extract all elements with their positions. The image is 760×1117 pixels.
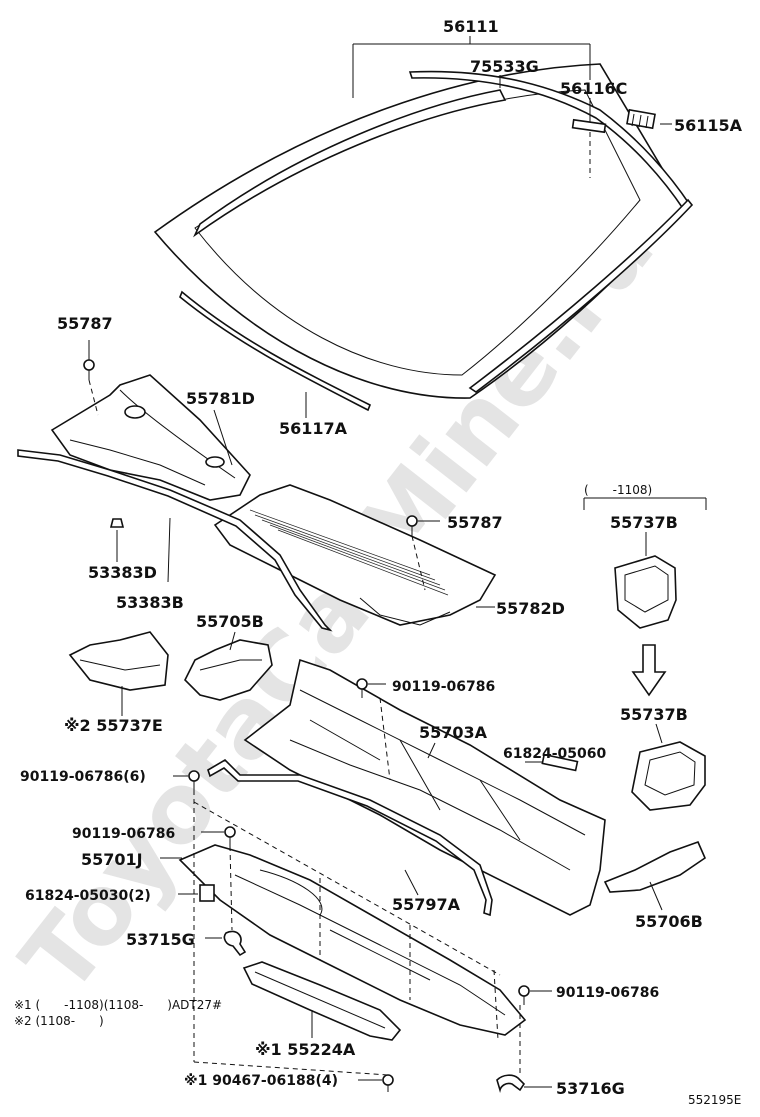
seal-55737b-top [614,555,677,629]
label-53716g: 53716G [556,1079,625,1098]
label-75533g: 75533G [470,57,539,76]
bracket-note: ( -1108) [584,483,652,497]
clip-56115a [626,108,656,130]
label-55737e: ※2 55737E [64,716,163,735]
bracket-55705b [184,639,273,701]
screw-90119-a [356,678,368,698]
arrow-down [631,644,667,697]
clip-53383d [109,518,125,528]
clip-61824-05030 [199,884,215,902]
label-55782d: 55782D [496,599,565,618]
label-56116c: 56116C [560,79,627,98]
windshield-glass [153,63,685,399]
screw-90119-six [188,770,200,790]
screw-90119-b [224,826,236,846]
label-55703a: 55703A [419,723,488,742]
label-61824-05030: 61824-05030(2) [25,888,151,904]
bolt-90467 [382,1074,394,1092]
footnote-1: ※1 ( -1108)(1108- )ADT27# [14,998,222,1012]
seal-55737e [68,631,169,691]
strip-56117a-right [468,198,694,393]
label-55787-top: 55787 [57,314,113,333]
catalog-id: 552195E [688,1093,741,1107]
leader-lines [88,36,707,1088]
label-53715g: 53715G [126,930,195,949]
label-56117a: 56117A [279,419,348,438]
cowl-louver-55781d [50,374,251,501]
hose-53716g [496,1074,526,1094]
cowl-panel-55703a [243,658,606,916]
label-55701j: 55701J [81,850,143,869]
screw-90119-c [518,985,530,1005]
label-55224a: ※1 55224A [255,1040,356,1059]
seal-55737b-bottom [631,741,706,811]
hose-53715g [223,930,247,957]
label-55705b: 55705B [196,612,264,631]
footnote-2: ※2 (1108- ) [14,1014,104,1028]
label-90119-c: 90119-06786 [556,985,659,1001]
bracket-55706b [603,840,706,893]
label-55781d: 55781D [186,389,255,408]
label-90119-b: 90119-06786 [72,826,175,842]
label-55737b-bottom: 55737B [620,705,688,724]
clip-55787-mid [406,515,418,536]
tag-61824-05060 [541,753,579,772]
part-labels: 56111 75533G 56116C 56115A 55787 55781D … [20,17,743,1098]
tag-56116c [571,118,607,134]
label-90119-six: 90119-06786(6) [20,769,146,785]
seal-53383b [17,449,333,632]
label-90467: ※1 90467-06188(4) [184,1073,338,1089]
strip-56117a-left [179,290,372,412]
clip-55787-top [83,359,95,380]
label-90119-a: 90119-06786 [392,679,495,695]
label-55797a: 55797A [392,895,461,914]
label-56111: 56111 [443,17,499,36]
reinforcement-55224a [242,961,402,1041]
label-56115a: 56115A [674,116,743,135]
hose-55797a [207,758,493,917]
cowl-lower-55701j [178,844,527,1036]
label-55787-mid: 55787 [447,513,503,532]
label-53383b: 53383B [116,593,184,612]
label-55706b: 55706B [635,912,703,931]
label-53383d: 53383D [88,563,157,582]
label-61824-05060: 61824-05060 [503,746,606,762]
label-55737b-top: 55737B [610,513,678,532]
